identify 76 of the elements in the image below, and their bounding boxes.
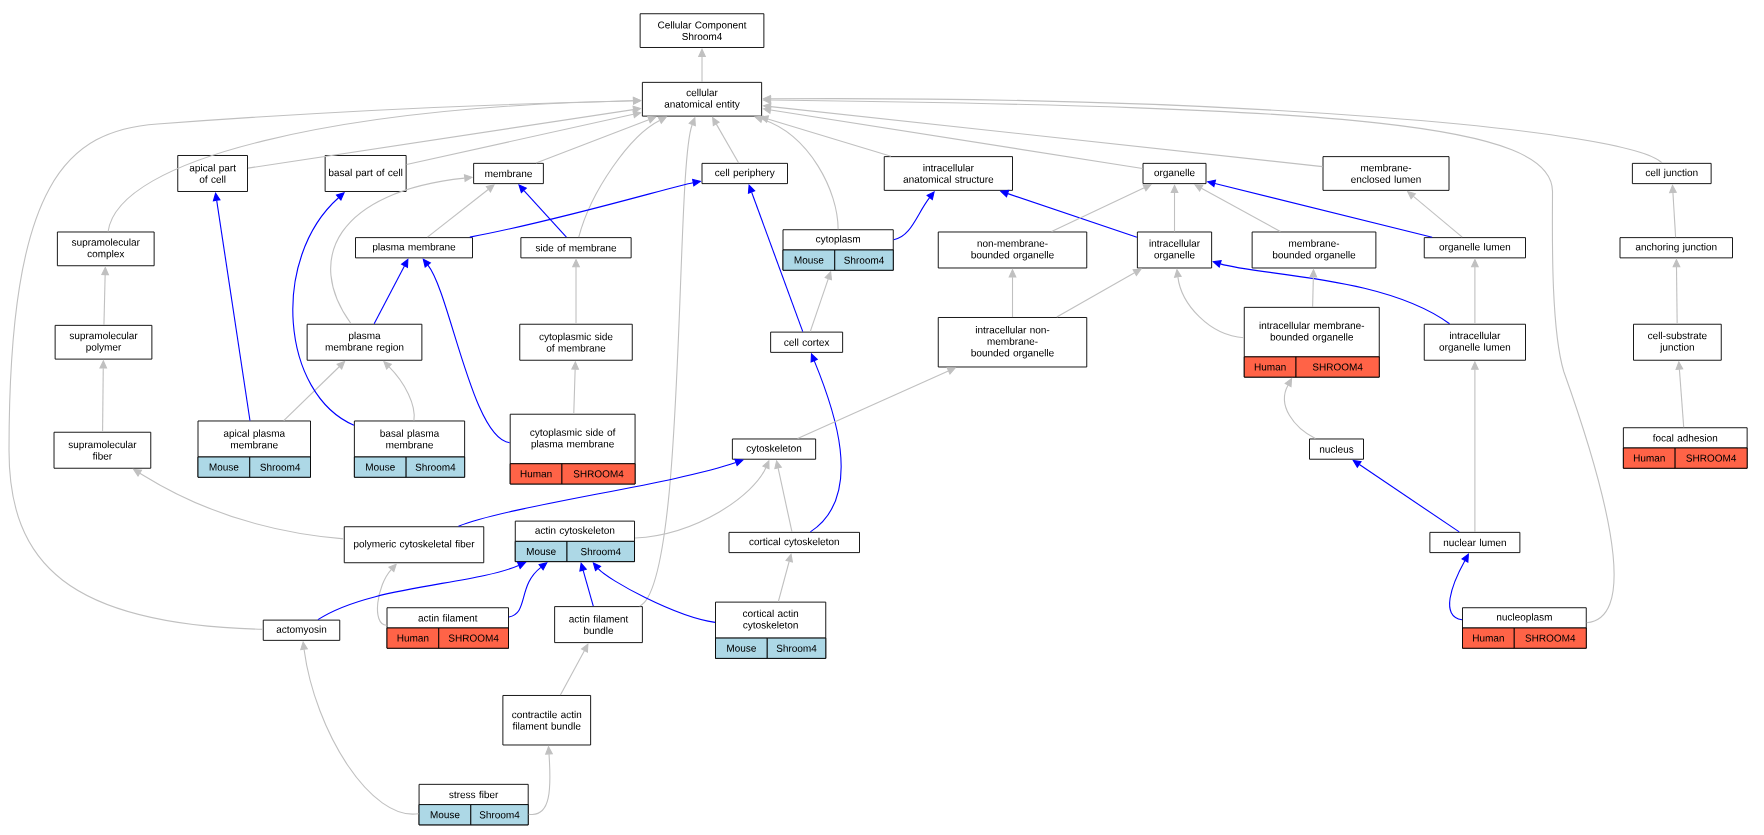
arrow — [373, 258, 409, 325]
term-box: intracellular organelle lumen — [1423, 323, 1526, 361]
term-box: nuclear lumen — [1429, 531, 1521, 554]
term-box: cytoskeleton — [731, 438, 817, 460]
term-box: plasma membrane — [355, 237, 473, 259]
term-box: supramolecular fiber — [53, 431, 152, 469]
term-box: actomyosin — [262, 619, 341, 641]
arrow — [535, 115, 657, 164]
species-cell: Human — [1622, 447, 1676, 469]
gene-cell: Shroom4 — [405, 456, 466, 478]
term-box: intracellular organelle — [1136, 231, 1213, 269]
term-box: supramolecular polymer — [54, 324, 153, 360]
term-box: side of membrane — [520, 237, 632, 259]
term-box: apical part of cell — [177, 155, 248, 192]
arrow — [559, 643, 589, 696]
term-box: basal part of cell — [324, 155, 407, 192]
arrow — [518, 184, 567, 238]
term-box: organelle lumen — [1423, 237, 1526, 259]
gene-cell: Shroom4 — [249, 456, 311, 478]
arrow — [212, 192, 251, 422]
term-box: Cellular Component Shroom4 — [639, 13, 765, 48]
term-box: membrane — [473, 162, 544, 185]
species-cell: Human — [1462, 627, 1515, 649]
term-box: membrane-enclosed lumen — [1322, 156, 1450, 191]
arrow — [762, 94, 1663, 164]
arrow — [406, 110, 642, 165]
arrow — [754, 115, 839, 230]
gene-cell: Shroom4 — [766, 637, 827, 659]
term-box: polymeric cytoskeletal fiber — [343, 526, 485, 564]
arrow — [579, 562, 594, 607]
arrow — [747, 184, 804, 333]
term-box: cell cortex — [770, 331, 844, 353]
arrow — [1352, 459, 1460, 533]
species-cell: Human — [509, 463, 563, 485]
term-box: cell junction — [1631, 162, 1712, 185]
gene-cell: SHROOM4 — [438, 627, 509, 649]
arrow — [422, 258, 511, 444]
arrow — [508, 562, 548, 618]
arrow — [762, 102, 1324, 168]
term-box: anchoring junction — [1619, 237, 1733, 259]
species-cell: Mouse — [418, 804, 472, 826]
arrow — [1212, 260, 1451, 325]
arrow — [1170, 184, 1179, 233]
species-cell: Mouse — [353, 456, 407, 478]
species-cell: Mouse — [197, 456, 251, 478]
arrow — [247, 105, 642, 169]
species-cell: Human — [386, 627, 440, 649]
term-box: organelle — [1142, 162, 1207, 185]
species-cell: Mouse — [782, 249, 836, 271]
term-box: membrane-bounded organelle — [1251, 231, 1377, 269]
gene-cell: Shroom4 — [566, 540, 635, 563]
arrow — [457, 458, 744, 527]
species-cell: Human — [1243, 356, 1297, 378]
gene-cell: SHROOM4 — [561, 463, 636, 485]
species-cell: Mouse — [514, 540, 568, 563]
term-box: non-membrane-bounded organelle — [937, 231, 1088, 269]
term-box: cell-substrate junction — [1633, 323, 1722, 361]
term-box: cortical cytoskeleton — [728, 531, 860, 554]
arrow — [592, 562, 716, 623]
arrow — [8, 96, 642, 630]
term-box: intracellular non-membrane-bounded organelle — [937, 317, 1088, 368]
term-box: supramolecular complex — [56, 231, 155, 267]
term-box: cytoplasmic side of membrane — [519, 323, 633, 361]
gene-cell: SHROOM4 — [1674, 447, 1748, 469]
term-box: cell periphery — [701, 162, 788, 185]
term-box: intracellular anatomical structure — [883, 156, 1013, 191]
term-box: cellular anatomical entity — [641, 81, 763, 117]
gene-cell: SHROOM4 — [1513, 627, 1587, 649]
term-box: contractile actin filament bundle — [502, 695, 592, 746]
species-cell: Mouse — [715, 637, 768, 659]
gene-cell: Shroom4 — [470, 804, 529, 826]
term-box: plasma membrane region — [306, 323, 423, 361]
term-box: nucleus — [1309, 438, 1364, 460]
gene-cell: SHROOM4 — [1295, 356, 1380, 378]
term-box: actin filament bundle — [554, 606, 643, 644]
gene-cell: Shroom4 — [834, 249, 894, 271]
